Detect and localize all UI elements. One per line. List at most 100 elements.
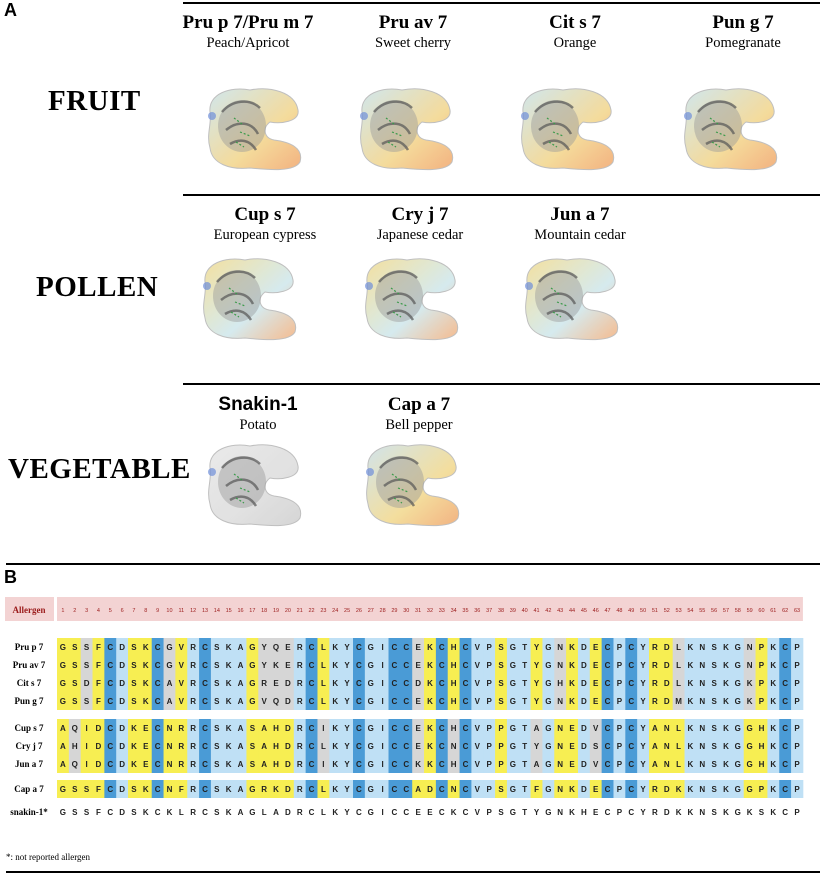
residue-letter: A — [238, 760, 244, 769]
residue-letter: K — [143, 661, 149, 670]
allergen-source: Peach/Apricot — [206, 35, 290, 51]
residue-letter: D — [581, 760, 587, 769]
residue-letter: K — [688, 679, 694, 688]
residue-letter: K — [143, 679, 149, 688]
residue-cell — [649, 737, 662, 755]
residue-letter: K — [427, 760, 433, 769]
position-number: 17 — [249, 608, 255, 614]
residue-letter: N — [557, 760, 563, 769]
residue-cell — [317, 755, 330, 773]
residue-letter: C — [356, 742, 362, 751]
residue-cell — [731, 674, 745, 692]
residue-letter: P — [759, 785, 765, 794]
residue-cell — [566, 674, 579, 692]
position-number: 22 — [308, 608, 314, 614]
position-number: 14 — [214, 608, 220, 614]
position-number: 39 — [510, 608, 516, 614]
residue-cell — [471, 692, 484, 710]
residue-cell — [376, 737, 389, 755]
residue-letter: V — [475, 760, 481, 769]
residue-cell — [163, 638, 176, 656]
residue-cell — [554, 755, 567, 773]
residue-cell — [234, 737, 247, 755]
allergen-name: Cap a 7 — [387, 394, 451, 415]
residue-letter: S — [498, 808, 504, 817]
residue-letter: G — [166, 643, 172, 652]
residue-letter: G — [368, 697, 374, 706]
residue-cell — [281, 674, 295, 692]
residue-letter: R — [652, 661, 658, 670]
residue-cell — [589, 674, 603, 692]
residue-letter: G — [166, 661, 172, 670]
residue-letter: C — [605, 697, 611, 706]
residue-cell — [731, 755, 745, 773]
residue-cell — [720, 755, 733, 773]
residue-cell — [435, 719, 449, 737]
residue-letter: N — [167, 742, 173, 751]
residue-letter: D — [581, 679, 587, 688]
residue-letter: K — [226, 661, 232, 670]
residue-letter: A — [167, 679, 173, 688]
residue-cell — [684, 638, 697, 656]
position-number: 49 — [628, 608, 634, 614]
residue-cell — [601, 656, 614, 674]
residue-letter: K — [770, 679, 776, 688]
residue-letter: N — [699, 808, 705, 817]
residue-letter: D — [664, 661, 670, 670]
residue-letter: H — [72, 742, 78, 751]
residue-letter: I — [381, 760, 383, 769]
residue-cell — [589, 737, 603, 755]
residue-cell — [329, 692, 342, 710]
residue-cell — [447, 737, 460, 755]
residue-cell — [341, 719, 354, 737]
residue-letter: P — [794, 697, 800, 706]
alignment-row-name: Cry j 7 — [16, 741, 43, 751]
residue-cell — [199, 692, 212, 710]
residue-cell — [554, 638, 567, 656]
residue-letter: R — [178, 742, 184, 751]
residue-cell — [293, 719, 307, 737]
residue-letter: K — [451, 808, 457, 817]
residue-letter: S — [84, 808, 90, 817]
residue-letter: T — [522, 742, 527, 751]
residue-cell — [57, 737, 70, 755]
residue-letter: H — [451, 724, 457, 733]
residue-cell — [364, 737, 378, 755]
residue-letter: P — [498, 742, 504, 751]
residue-letter: C — [439, 661, 445, 670]
residue-letter: P — [486, 661, 492, 670]
residue-cell — [293, 674, 307, 692]
residue-letter: N — [747, 643, 753, 652]
allergen-name: Cry j 7 — [391, 204, 449, 225]
residue-letter: K — [143, 808, 149, 817]
residue-cell — [364, 719, 378, 737]
residue-letter: Y — [344, 760, 350, 769]
residue-cell — [708, 780, 721, 798]
residue-cell — [139, 780, 153, 798]
residue-cell — [566, 692, 579, 710]
residue-letter: A — [534, 760, 540, 769]
residue-cell — [57, 638, 70, 656]
residue-cell — [530, 638, 543, 656]
residue-cell — [305, 638, 318, 656]
residue-letter: L — [676, 742, 681, 751]
residue-cell — [495, 692, 508, 710]
position-number: 26 — [356, 608, 362, 614]
residue-letter: K — [427, 661, 433, 670]
residue-letter: Y — [640, 661, 646, 670]
residue-letter: A — [273, 808, 279, 817]
residue-letter: I — [381, 679, 383, 688]
residue-letter: S — [711, 697, 717, 706]
residue-cell — [376, 638, 389, 656]
residue-letter: P — [617, 643, 623, 652]
residue-letter: S — [711, 643, 717, 652]
residue-cell — [471, 719, 484, 737]
residue-cell — [471, 674, 484, 692]
residue-cell — [210, 674, 224, 692]
residue-cell — [755, 674, 768, 692]
residue-letter: K — [332, 742, 338, 751]
residue-letter: I — [322, 760, 324, 769]
residue-cell — [270, 656, 283, 674]
residue-letter: L — [179, 808, 184, 817]
residue-letter: S — [711, 742, 717, 751]
